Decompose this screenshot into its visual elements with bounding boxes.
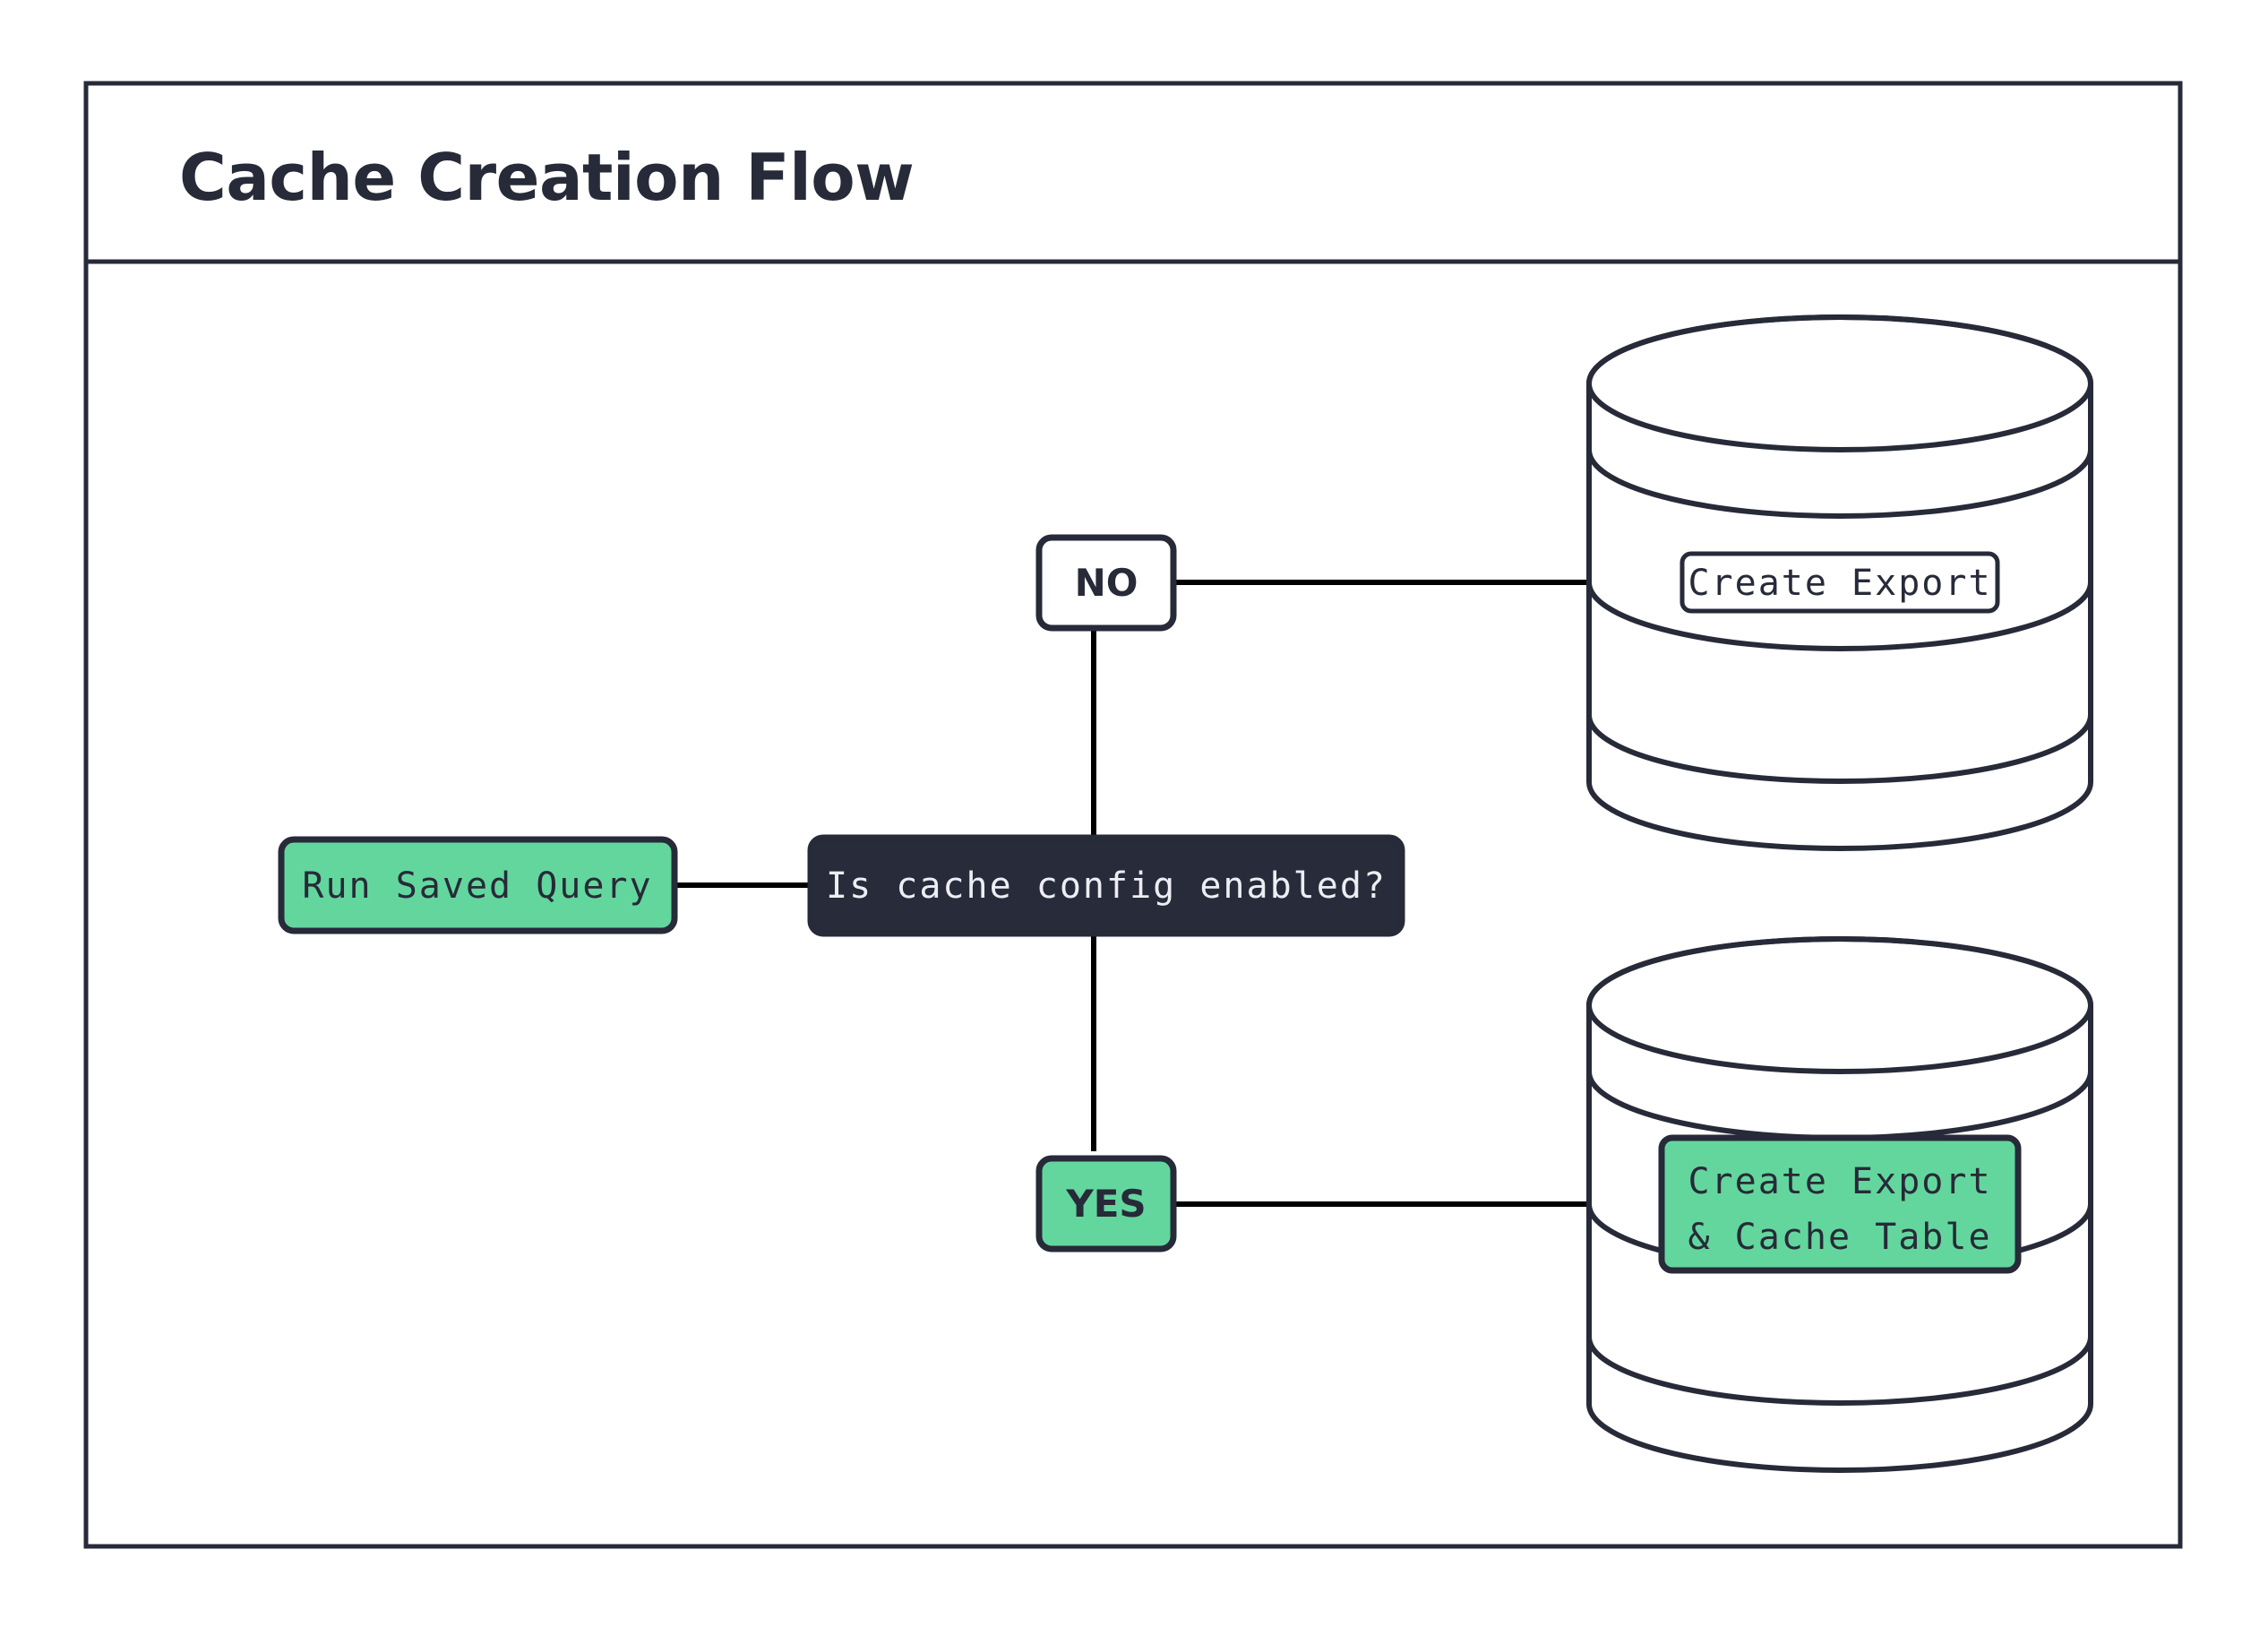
decision-box[interactable] [807,834,1405,937]
decision-label: Is cache config enabled? [826,865,1387,907]
export-db-label-chip [1680,551,2000,614]
node-run-saved-query[interactable]: Run Saved Query [278,836,678,934]
branch-no-box[interactable] [1035,534,1177,632]
export-cache-db-label-line2: & Cache Table [1688,1217,1991,1258]
run-saved-query-box[interactable] [278,836,678,934]
cylinder-layer-arc-3 [1586,714,2093,784]
branch-yes-label: YES [1065,1182,1146,1226]
cylinder-top-ellipse [1586,314,2093,452]
node-branch-yes[interactable]: YES [1035,1155,1177,1253]
node-decision-cache-config[interactable]: Is cache config enabled? [807,834,1405,937]
branch-yes-box[interactable] [1035,1155,1177,1253]
export-database-cylinder: Create Export [1586,314,2093,851]
export-db-label: Create Export [1688,563,1991,604]
page-title: Cache Creation Flow [179,140,914,215]
export-cache-db-label-chip [1658,1134,2022,1274]
node-branch-no[interactable]: NO [1035,534,1177,632]
run-saved-query-label: Run Saved Query [302,865,652,907]
cylinder-layer-arc-2 [1586,581,2093,651]
cylinder-layer-arc-1 [1586,449,2093,519]
cylinder-top-ellipse [1586,936,2093,1074]
cylinder-layer-arc-3 [1586,1336,2093,1406]
branch-no-label: NO [1075,561,1138,605]
export-cache-db-label-line1: Create Export [1688,1161,1991,1202]
export-cache-database-cylinder: Create Export & Cache Table [1586,936,2093,1473]
